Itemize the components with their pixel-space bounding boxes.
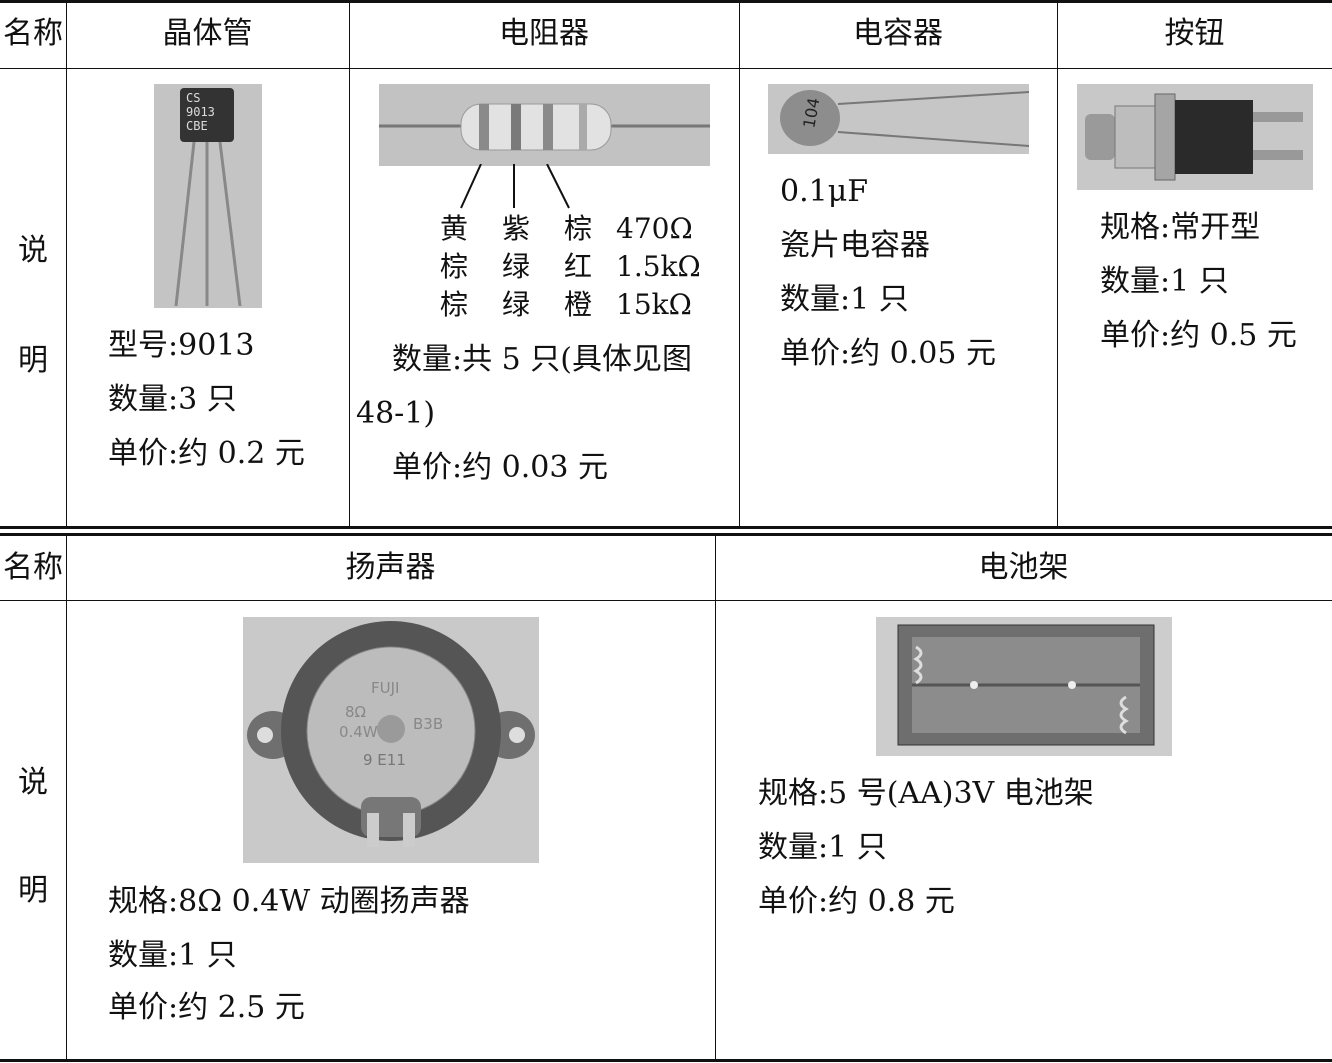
resistor-color-row-2: 棕 绿 红 1.5kΩ	[440, 248, 710, 286]
resistor-color-row-3: 棕 绿 橙 15kΩ	[440, 286, 710, 324]
resistance-value: 15kΩ	[616, 288, 692, 321]
capacitor-line-2: 瓷片电容器	[780, 228, 930, 263]
table2-desc-label-top: 说	[18, 765, 48, 800]
table1-desc-label-bottom: 明	[18, 343, 48, 378]
color-band-2: 绿	[502, 250, 531, 283]
capacitor-line-1: 0.1μF	[780, 174, 869, 209]
table1-name-label: 名称	[3, 16, 63, 51]
button-photo	[1077, 84, 1313, 190]
color-band-3: 红	[564, 250, 593, 283]
battery-holder-line-1: 规格:5 号(AA)3V 电池架	[758, 776, 1094, 811]
transistor-marking-3: CBE	[186, 119, 208, 133]
transistor-line-3: 单价:约 0.2 元	[108, 436, 305, 471]
color-band-1: 棕	[440, 288, 469, 321]
speaker-marking-5: 9 E11	[363, 751, 406, 769]
resistance-value: 1.5kΩ	[616, 250, 701, 283]
transistor-marking-2: 9013	[186, 105, 215, 119]
capacitor-graphic: 104	[780, 90, 1030, 147]
color-band-1: 棕	[440, 250, 469, 283]
capacitor-line-4: 单价:约 0.05 元	[780, 336, 996, 371]
resistor-color-row-1: 黄 紫 棕 470Ω	[440, 210, 710, 248]
battery-holder-photo	[876, 617, 1172, 756]
header-button: 按钮	[1164, 16, 1225, 51]
color-band-3: 橙	[564, 288, 593, 321]
table1-desc-label-top: 说	[18, 233, 48, 268]
color-band-3: 棕	[564, 212, 593, 245]
table2-name-label: 名称	[3, 550, 63, 585]
speaker-marking-3: 0.4W	[339, 723, 378, 741]
speaker-line-3: 单价:约 2.5 元	[108, 990, 305, 1025]
resistor-band-pointers	[460, 164, 570, 209]
speaker-graphic: FUJI 8Ω 0.4W B3B 9 E11	[247, 621, 535, 847]
resistor-line-2: 48-1)	[356, 396, 436, 431]
header-transistor: 晶体管	[162, 16, 253, 51]
header-speaker: 扬声器	[345, 550, 436, 585]
transistor-line-2: 数量:3 只	[108, 382, 237, 417]
battery-holder-line-2: 数量:1 只	[758, 830, 887, 865]
button-line-2: 数量:1 只	[1100, 264, 1229, 299]
resistor-photo	[379, 84, 710, 166]
header-resistor: 电阻器	[499, 16, 589, 51]
transistor-line-1: 型号:9013	[108, 328, 255, 363]
battery-holder-line-3: 单价:约 0.8 元	[758, 884, 955, 919]
button-line-3: 单价:约 0.5 元	[1100, 318, 1297, 353]
resistor-line-1: 数量:共 5 只(具体见图	[392, 342, 692, 377]
resistor-line-3: 单价:约 0.03 元	[392, 450, 608, 485]
color-band-2: 绿	[502, 288, 531, 321]
button-line-1: 规格:常开型	[1100, 210, 1261, 245]
resistor-color-table: 黄 紫 棕 470Ω 棕 绿 红 1.5kΩ 棕 绿 橙 15kΩ	[440, 210, 710, 324]
speaker-marking-4: B3B	[413, 715, 443, 733]
transistor-photo: CS 9013 CBE	[154, 84, 262, 308]
speaker-photo: FUJI 8Ω 0.4W B3B 9 E11	[243, 617, 539, 863]
speaker-marking-1: FUJI	[371, 679, 399, 697]
battery-holder-graphic	[897, 624, 1155, 746]
transistor-graphic: CS 9013 CBE	[174, 88, 242, 307]
resistance-value: 470Ω	[616, 212, 693, 245]
speaker-line-1: 规格:8Ω 0.4W 动圈扬声器	[108, 884, 470, 919]
transistor-marking-1: CS	[186, 91, 200, 105]
color-band-1: 黄	[440, 212, 469, 245]
table2-desc-label-bottom: 明	[18, 873, 48, 908]
speaker-marking-2: 8Ω	[345, 703, 366, 721]
capacitor-line-3: 数量:1 只	[780, 282, 909, 317]
button-graphic	[1085, 93, 1303, 181]
header-battery-holder: 电池架	[978, 550, 1069, 585]
capacitor-photo: 104	[768, 84, 1030, 154]
resistor-graphic	[379, 103, 710, 151]
speaker-line-2: 数量:1 只	[108, 938, 237, 973]
header-capacitor: 电容器	[853, 16, 943, 51]
color-band-2: 紫	[502, 212, 531, 245]
